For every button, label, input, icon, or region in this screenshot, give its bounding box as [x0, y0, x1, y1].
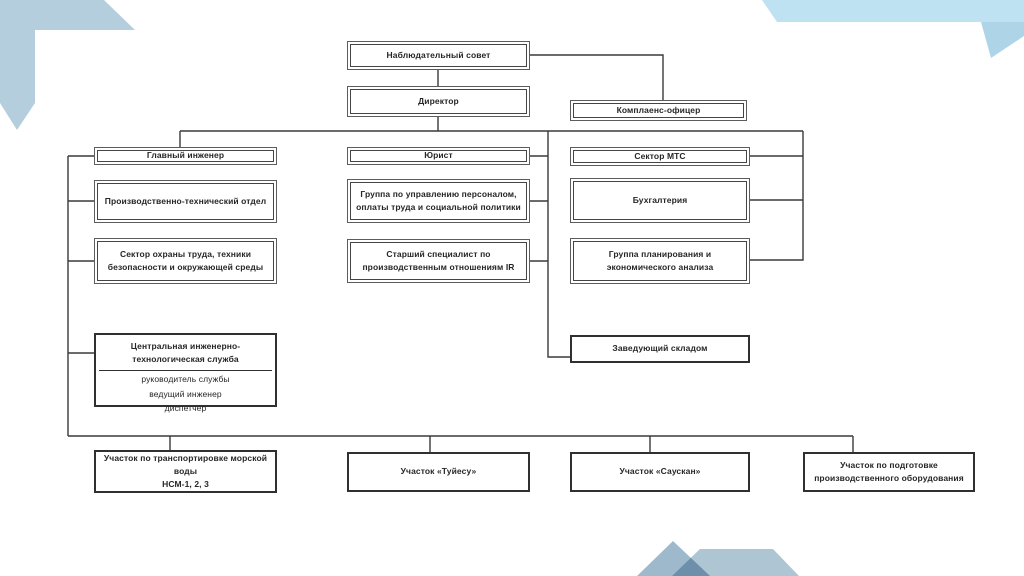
staff-role: руководитель службы [141, 374, 230, 385]
node-director: Директор [347, 86, 530, 117]
node-central-engineering-service: Центральная инженерно-технологическая сл… [94, 333, 277, 413]
node-compliance-officer: Комплаенс-офицер [570, 100, 747, 121]
node-labor-safety-sector: Сектор охраны труда, техники безопасност… [94, 238, 277, 284]
node-sauskan-site: Участок «Саускан» [570, 452, 750, 492]
staff-role: ведущий инженер [149, 388, 222, 399]
staff-role: диспетчер [164, 403, 207, 414]
divider [99, 370, 272, 372]
node-sea-water-transport-site: Участок по транспортировке морской воды … [94, 450, 277, 493]
decor-top-right-triangle [981, 22, 1024, 58]
node-supervisory-board: Наблюдательный совет [347, 41, 530, 70]
decor-top-right-bar [762, 0, 1024, 22]
node-mts-sector: Сектор МТС [570, 147, 750, 166]
node-equipment-preparation-site: Участок по подготовке производственного … [803, 452, 975, 492]
decor-bottom-shapes [637, 541, 799, 576]
node-title: Центральная инженерно-технологическая сл… [130, 341, 241, 365]
node-planning-economic-group: Группа планирования и экономического ана… [570, 238, 750, 284]
node-tuyesu-site: Участок «Туйесу» [347, 452, 530, 492]
node-hr-payroll-social-group: Группа по управлению персоналом, оплаты … [347, 179, 530, 223]
node-subtitle: НСМ-1, 2, 3 [162, 479, 209, 490]
node-lawyer: Юрист [347, 147, 530, 165]
node-production-technical-dept: Производственно-технический отдел [94, 180, 277, 223]
node-warehouse-manager: Заведующий складом [570, 335, 750, 363]
node-accounting: Бухгалтерия [570, 178, 750, 223]
node-title: Участок по транспортировке морской воды [103, 452, 268, 476]
node-chief-engineer: Главный инженер [94, 147, 277, 165]
decor-bottom-trapezoid [672, 549, 799, 576]
connector-lines [67, 54, 854, 452]
decor-top-left-shape [0, 0, 135, 130]
node-senior-ir-specialist: Старший специалист по производственным о… [347, 239, 530, 283]
